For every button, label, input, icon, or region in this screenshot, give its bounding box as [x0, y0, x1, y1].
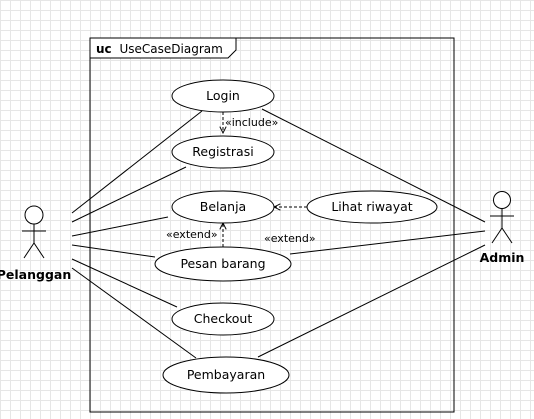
extend-label-order: «extend» — [166, 228, 218, 241]
use-case-pembayaran[interactable]: Pembayaran — [162, 356, 290, 394]
use-case-registrasi[interactable]: Registrasi — [171, 135, 275, 169]
use-case-pembayaran-label: Pembayaran — [187, 367, 265, 382]
use-case-checkout[interactable]: Checkout — [171, 302, 275, 336]
use-case-checkout-label: Checkout — [194, 311, 253, 326]
actor-pelanggan-head — [24, 205, 44, 225]
use-case-pesan-barang[interactable]: Pesan barang — [154, 246, 292, 282]
use-case-belanja-label: Belanja — [200, 199, 246, 214]
actor-admin-label: Admin — [480, 250, 525, 265]
system-frame[interactable]: uc UseCaseDiagram — [89, 37, 455, 413]
use-case-belanja[interactable]: Belanja — [171, 190, 275, 224]
assoc-admin-login[interactable] — [261, 108, 486, 223]
use-case-pesan-barang-label: Pesan barang — [180, 256, 265, 271]
assoc-customer-checkout[interactable] — [71, 258, 178, 308]
frame-name: UseCaseDiagram — [119, 42, 222, 56]
use-case-login[interactable]: Login — [171, 79, 275, 113]
include-label: «include» — [225, 116, 278, 129]
dependencies — [223, 112, 307, 247]
use-case-registrasi-label: Registrasi — [192, 144, 253, 159]
assoc-admin-pesan[interactable] — [289, 230, 486, 255]
frame-keyword: uc — [96, 42, 112, 56]
actor-admin-head — [493, 191, 511, 209]
assoc-customer-belanja[interactable] — [71, 216, 169, 237]
actor-pelanggan[interactable] — [22, 205, 46, 259]
assoc-customer-login[interactable] — [71, 110, 203, 214]
use-case-lihat-riwayat-label: Lihat riwayat — [331, 199, 412, 214]
actor-pelanggan-label: Pelanggan — [0, 267, 71, 282]
associations — [71, 108, 486, 359]
extend-label-history: «extend» — [264, 232, 316, 245]
use-case-lihat-riwayat[interactable]: Lihat riwayat — [306, 190, 438, 224]
actor-admin[interactable] — [490, 191, 514, 244]
frame-title: uc UseCaseDiagram — [96, 42, 223, 56]
assoc-customer-pesan[interactable] — [71, 244, 156, 258]
assoc-customer-registrasi[interactable] — [71, 166, 187, 223]
use-case-login-label: Login — [206, 88, 240, 103]
assoc-customer-pembayaran[interactable] — [71, 267, 197, 359]
assoc-admin-pembayaran[interactable] — [257, 244, 486, 358]
